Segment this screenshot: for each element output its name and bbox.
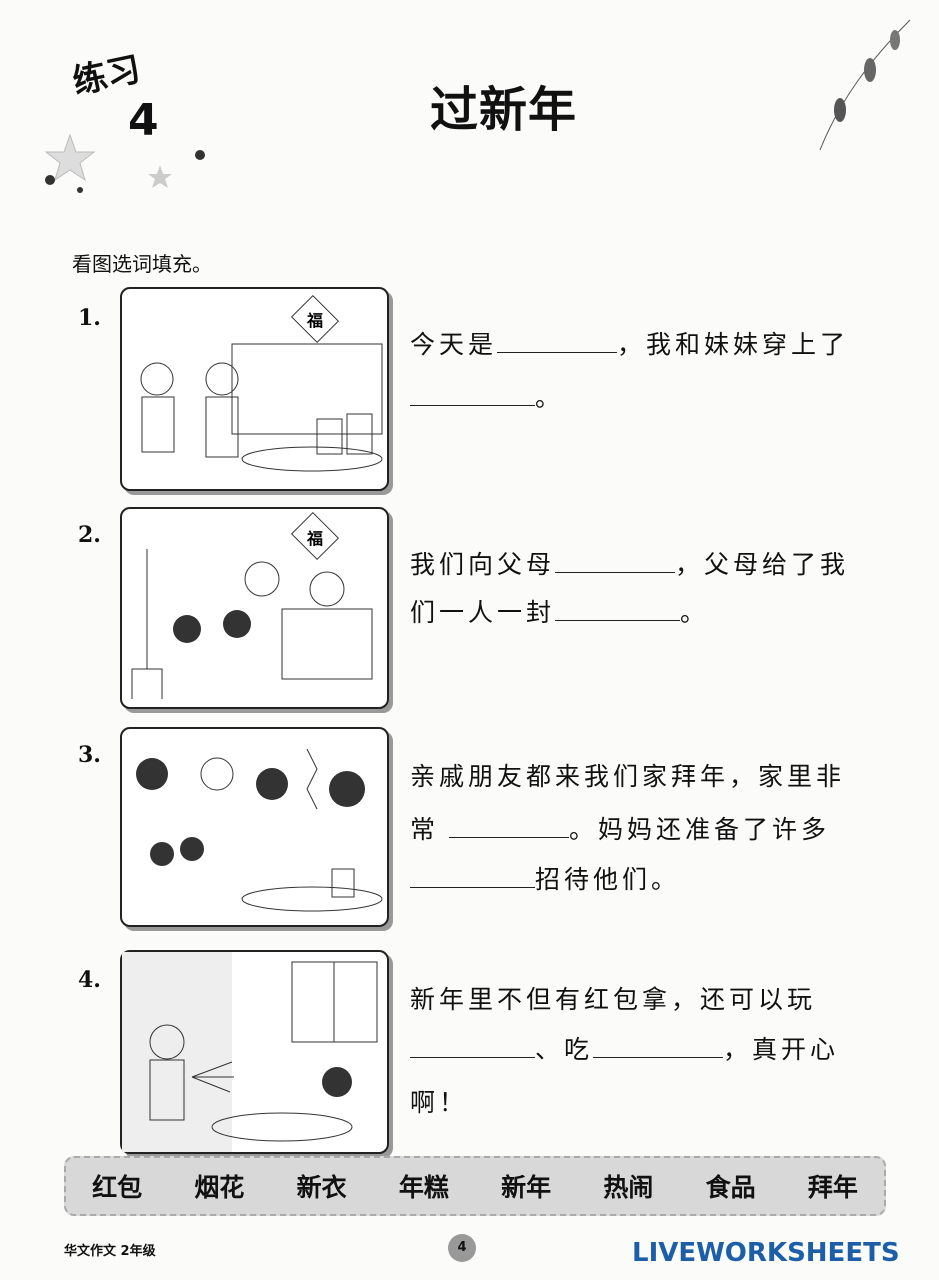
sentence-line: 、吃，真开心 — [410, 1030, 839, 1066]
leaves-decoration-icon — [819, 19, 911, 151]
answer-blank[interactable] — [593, 1035, 724, 1058]
item-number: 3. — [78, 742, 101, 768]
illustration-visitors — [120, 727, 389, 927]
sentence-line: 今天是，我和妹妹穿上了 — [410, 330, 850, 359]
item-number: 1. — [78, 305, 101, 331]
item-number: 2. — [78, 522, 101, 548]
stars-decoration-icon — [44, 133, 205, 193]
word-option[interactable]: 热闹 — [603, 1173, 654, 1202]
word-option[interactable]: 新衣 — [296, 1173, 347, 1202]
answer-blank[interactable] — [555, 550, 676, 573]
word-option[interactable]: 拜年 — [807, 1173, 858, 1202]
illustration-greeting-parents: 福 — [120, 507, 389, 709]
sentence-line: 新年里不但有红包拿，还可以玩 — [410, 985, 817, 1014]
fu-sign: 福 — [306, 311, 323, 330]
fu-sign: 福 — [306, 529, 323, 548]
answer-blank[interactable] — [410, 383, 535, 406]
word-option[interactable]: 食品 — [705, 1173, 756, 1202]
word-bank: 红包 烟花 新衣 年糕 新年 热闹 食品 拜年 — [64, 1156, 886, 1216]
item-number: 4. — [78, 967, 101, 993]
word-option[interactable]: 年糕 — [398, 1173, 449, 1202]
liveworksheets-watermark: LIVEWORKSHEETS — [632, 1238, 900, 1268]
word-option[interactable]: 烟花 — [194, 1173, 245, 1202]
sentence-line: 亲戚朋友都来我们家拜年，家里非 — [410, 762, 846, 791]
illustration-new-clothes: 福 — [120, 287, 389, 491]
sentence-line: 啊！ — [410, 1088, 469, 1117]
instruction: 看图选词填充。 — [72, 252, 212, 276]
answer-blank[interactable] — [555, 598, 681, 621]
sentence-line: 常。妈妈还准备了许多 — [410, 815, 831, 844]
sentence-line: 们一人一封。 — [410, 598, 710, 627]
answer-blank[interactable] — [410, 865, 535, 888]
sentence-line: 招待他们。 — [410, 860, 680, 896]
lesson-number: 4 — [128, 95, 159, 146]
page-title: 过新年 — [430, 82, 578, 138]
illustration-fireworks — [120, 950, 389, 1154]
word-option[interactable]: 红包 — [92, 1173, 143, 1202]
answer-blank[interactable] — [410, 1035, 535, 1058]
sentence-line: 。 — [410, 378, 564, 414]
word-option[interactable]: 新年 — [501, 1173, 552, 1202]
answer-blank[interactable] — [449, 815, 570, 838]
sentence-line: 我们向父母，父母给了我 — [410, 550, 850, 579]
answer-blank[interactable] — [497, 330, 618, 353]
page-number: 4 — [448, 1234, 476, 1262]
book-title: 华文作文 2年级 — [64, 1244, 156, 1259]
